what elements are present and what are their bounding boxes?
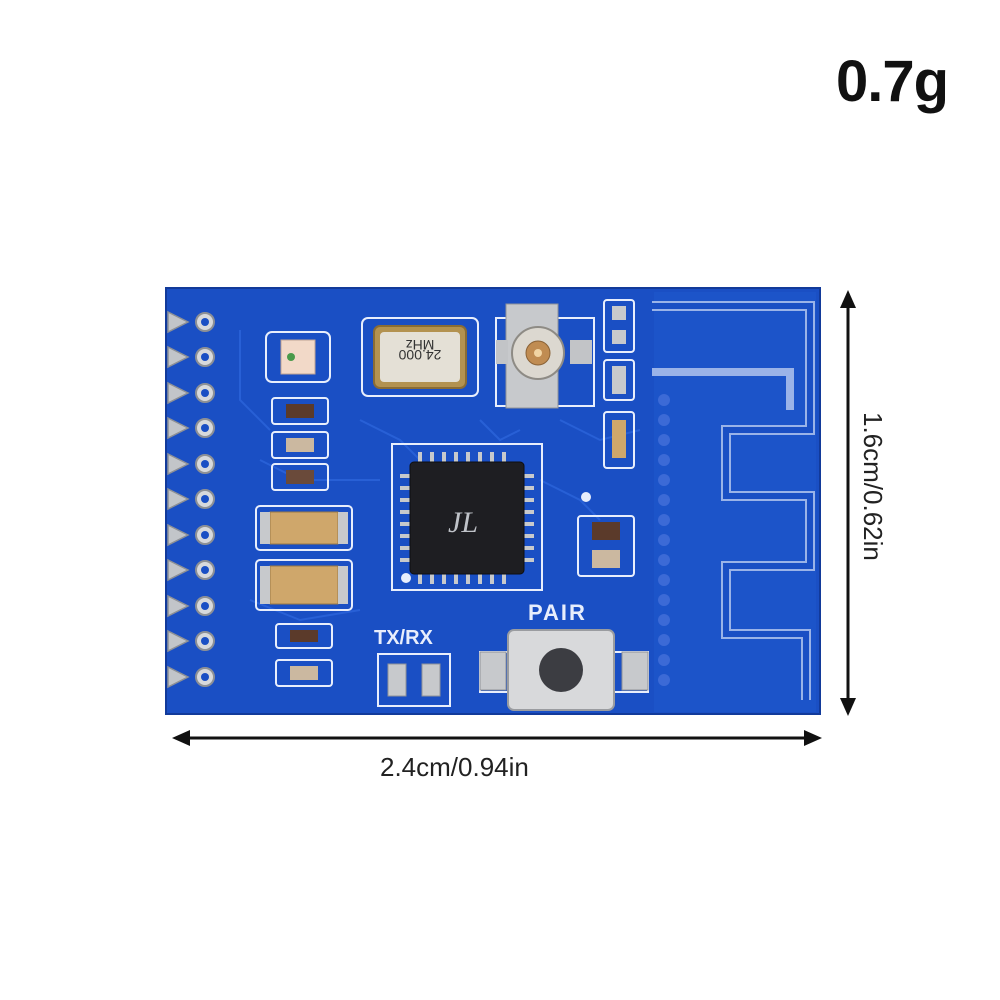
- pcb-antenna: [652, 292, 816, 712]
- crystal-frequency: 24.000: [398, 347, 441, 363]
- width-label: 2.4cm/0.94in: [380, 752, 529, 782]
- silkscreen-txrx: TX/RX: [374, 627, 434, 649]
- crystal-oscillator: [361, 317, 479, 397]
- pcb-traces: [239, 330, 641, 622]
- led-component: [265, 331, 331, 383]
- weight-label: 0.7g: [836, 49, 949, 114]
- main-chip: [391, 443, 543, 591]
- txrx-jumper: [377, 653, 451, 707]
- smd-components-left: [255, 397, 353, 687]
- crystal-unit: MHz: [406, 337, 435, 353]
- width-dimension-arrow: [172, 730, 822, 746]
- height-label-wrap: 1.6cm/0.62in: [858, 412, 888, 592]
- silkscreen-pair: PAIR: [528, 600, 587, 625]
- chip-marking: JL: [448, 506, 478, 539]
- header-pins: [167, 310, 215, 689]
- antenna-connector: [495, 303, 595, 409]
- pair-button: [479, 629, 649, 711]
- height-label: 1.6cm/0.62in: [858, 412, 888, 561]
- smd-components-right: [577, 299, 635, 577]
- height-dimension-arrow: [840, 290, 856, 716]
